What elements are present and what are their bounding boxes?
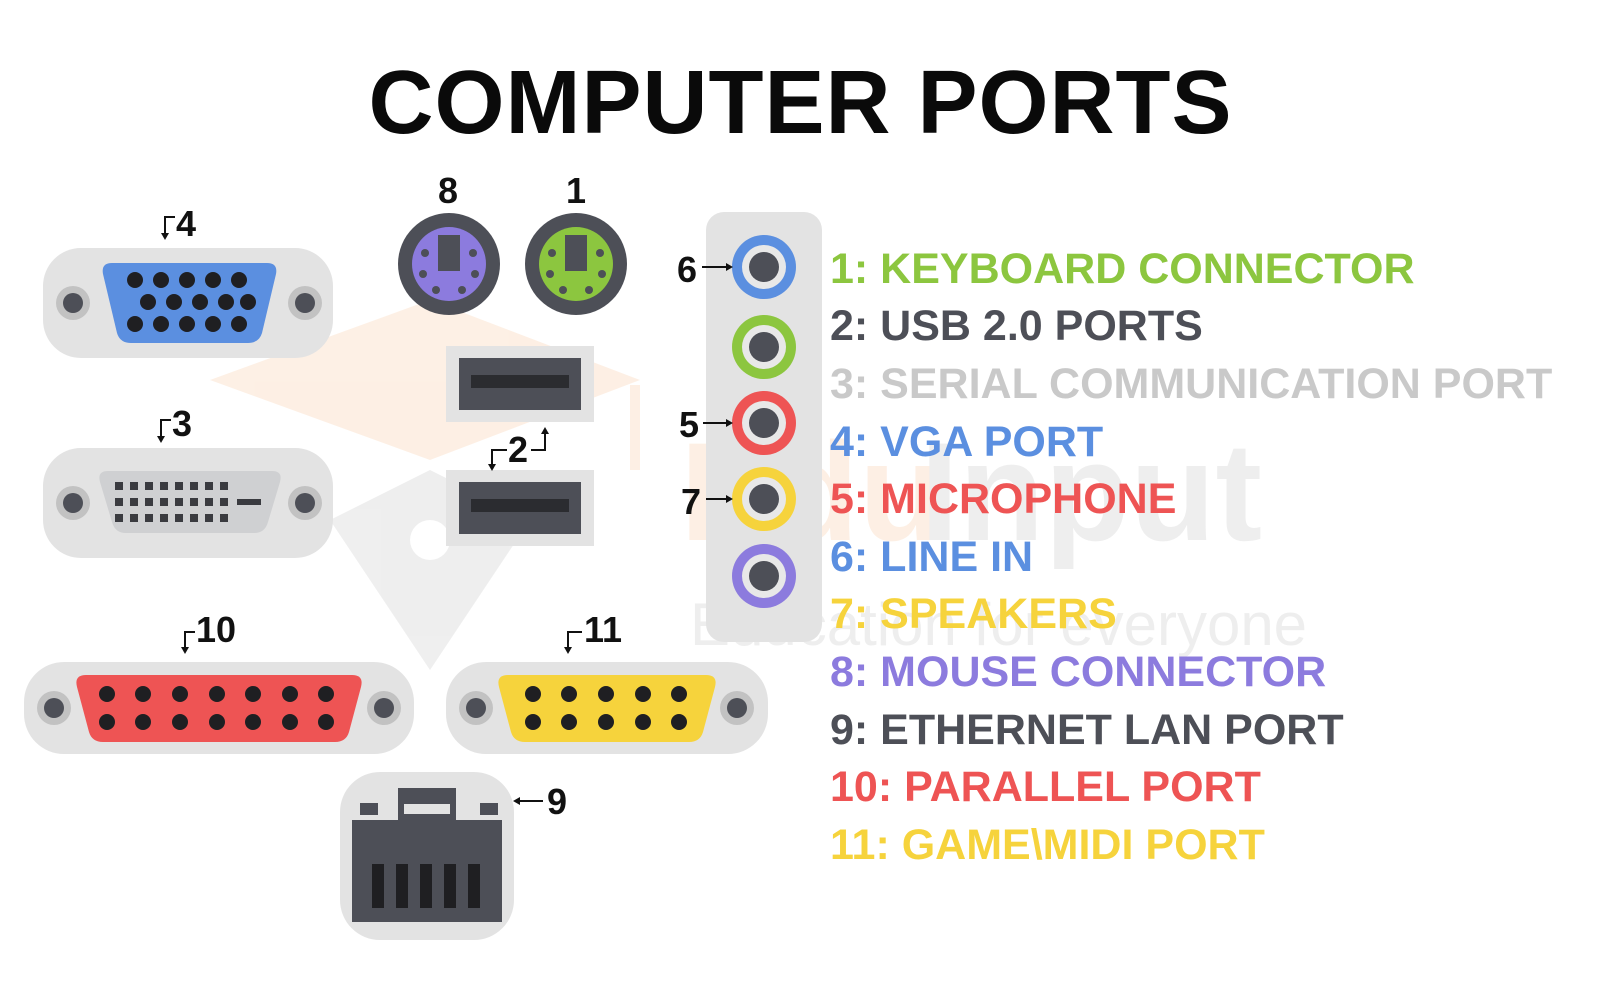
ethernet-led-left [360,803,378,815]
vga-pins [127,272,256,332]
usb-port-bottom [446,470,594,546]
usb-bottom-tongue [471,499,569,512]
ps2-keyboard-port [525,213,627,315]
callout-11: 11 [584,609,622,650]
audio-jack-microphone [732,391,796,455]
serial-screw-right-hole [295,493,315,513]
serial-screw-left-hole [63,493,83,513]
ethernet-pins [372,864,480,908]
callout-1: 1 [566,170,586,211]
parallel-port [24,662,414,754]
parallel-shell [76,675,362,742]
legend-item-8: 8: MOUSE CONNECTOR [830,648,1326,696]
callout-5: 5 [679,404,699,445]
game-pins [525,686,687,730]
game-midi-port [446,662,768,754]
game-screw-right-hole [727,698,747,718]
usb-port-top [446,346,594,422]
page-title: COMPUTER PORTS [368,53,1233,153]
serial-pins [115,482,261,522]
legend-item-4: 4: VGA PORT [830,418,1103,466]
callout-10: 10 [196,609,236,650]
legend-item-9: 9: ETHERNET LAN PORT [830,706,1344,754]
legend-item-6: 6: LINE IN [830,533,1033,581]
game-shell [498,675,716,742]
arrow-3-icon [160,419,171,436]
callout-arrows [160,216,726,802]
legend-item-5: 5: MICROPHONE [830,475,1176,523]
callout-2: 2 [508,429,528,470]
vga-port [43,248,333,358]
ps2-mouse-port [398,213,500,315]
arrow-10-icon [184,631,195,647]
game-screw-left-hole [466,698,486,718]
callout-arrowheads [157,233,733,805]
audio-jack-speakers [732,467,796,531]
callout-8: 8 [438,170,458,211]
audio-panel [706,212,822,642]
mouse-pins [419,249,479,294]
legend: 1: KEYBOARD CONNECTOR 2: USB 2.0 PORTS 3… [830,245,1552,869]
parallel-screw-left-hole [44,698,64,718]
usb-top-tongue [471,375,569,388]
vga-screw-right-hole [295,293,315,313]
legend-item-2: 2: USB 2.0 PORTS [830,302,1203,350]
arrow-11-icon [567,631,582,647]
mouse-key [438,235,460,271]
legend-item-7: 7: SPEAKERS [830,590,1117,638]
arrow-2-left-icon [491,449,507,464]
legend-item-1: 1: KEYBOARD CONNECTOR [830,245,1415,293]
keyboard-key [565,235,587,271]
callout-3: 3 [172,403,192,444]
ethernet-port [340,772,514,940]
ethernet-led-right [480,803,498,815]
ethernet-socket [352,788,502,922]
callout-4: 4 [176,203,196,244]
legend-item-10: 10: PARALLEL PORT [830,763,1261,811]
watermark-brand-second: Input [920,413,1262,570]
legend-item-11: 11: GAME\MIDI PORT [830,821,1265,869]
audio-jack-line-in [732,235,796,299]
parallel-screw-right-hole [374,698,394,718]
arrow-2-right-icon [531,434,546,451]
parallel-pins [99,686,334,730]
serial-port [43,448,333,558]
audio-jack-line-out [732,315,796,379]
audio-jack-rear [732,544,796,608]
keyboard-pins [546,249,606,294]
callout-7: 7 [681,481,701,522]
arrow-4-icon [164,216,175,233]
ethernet-latch [404,804,450,814]
callout-6: 6 [677,249,697,290]
legend-item-3: 3: SERIAL COMMUNICATION PORT [830,360,1552,408]
callout-9: 9 [547,781,567,822]
vga-screw-left-hole [63,293,83,313]
